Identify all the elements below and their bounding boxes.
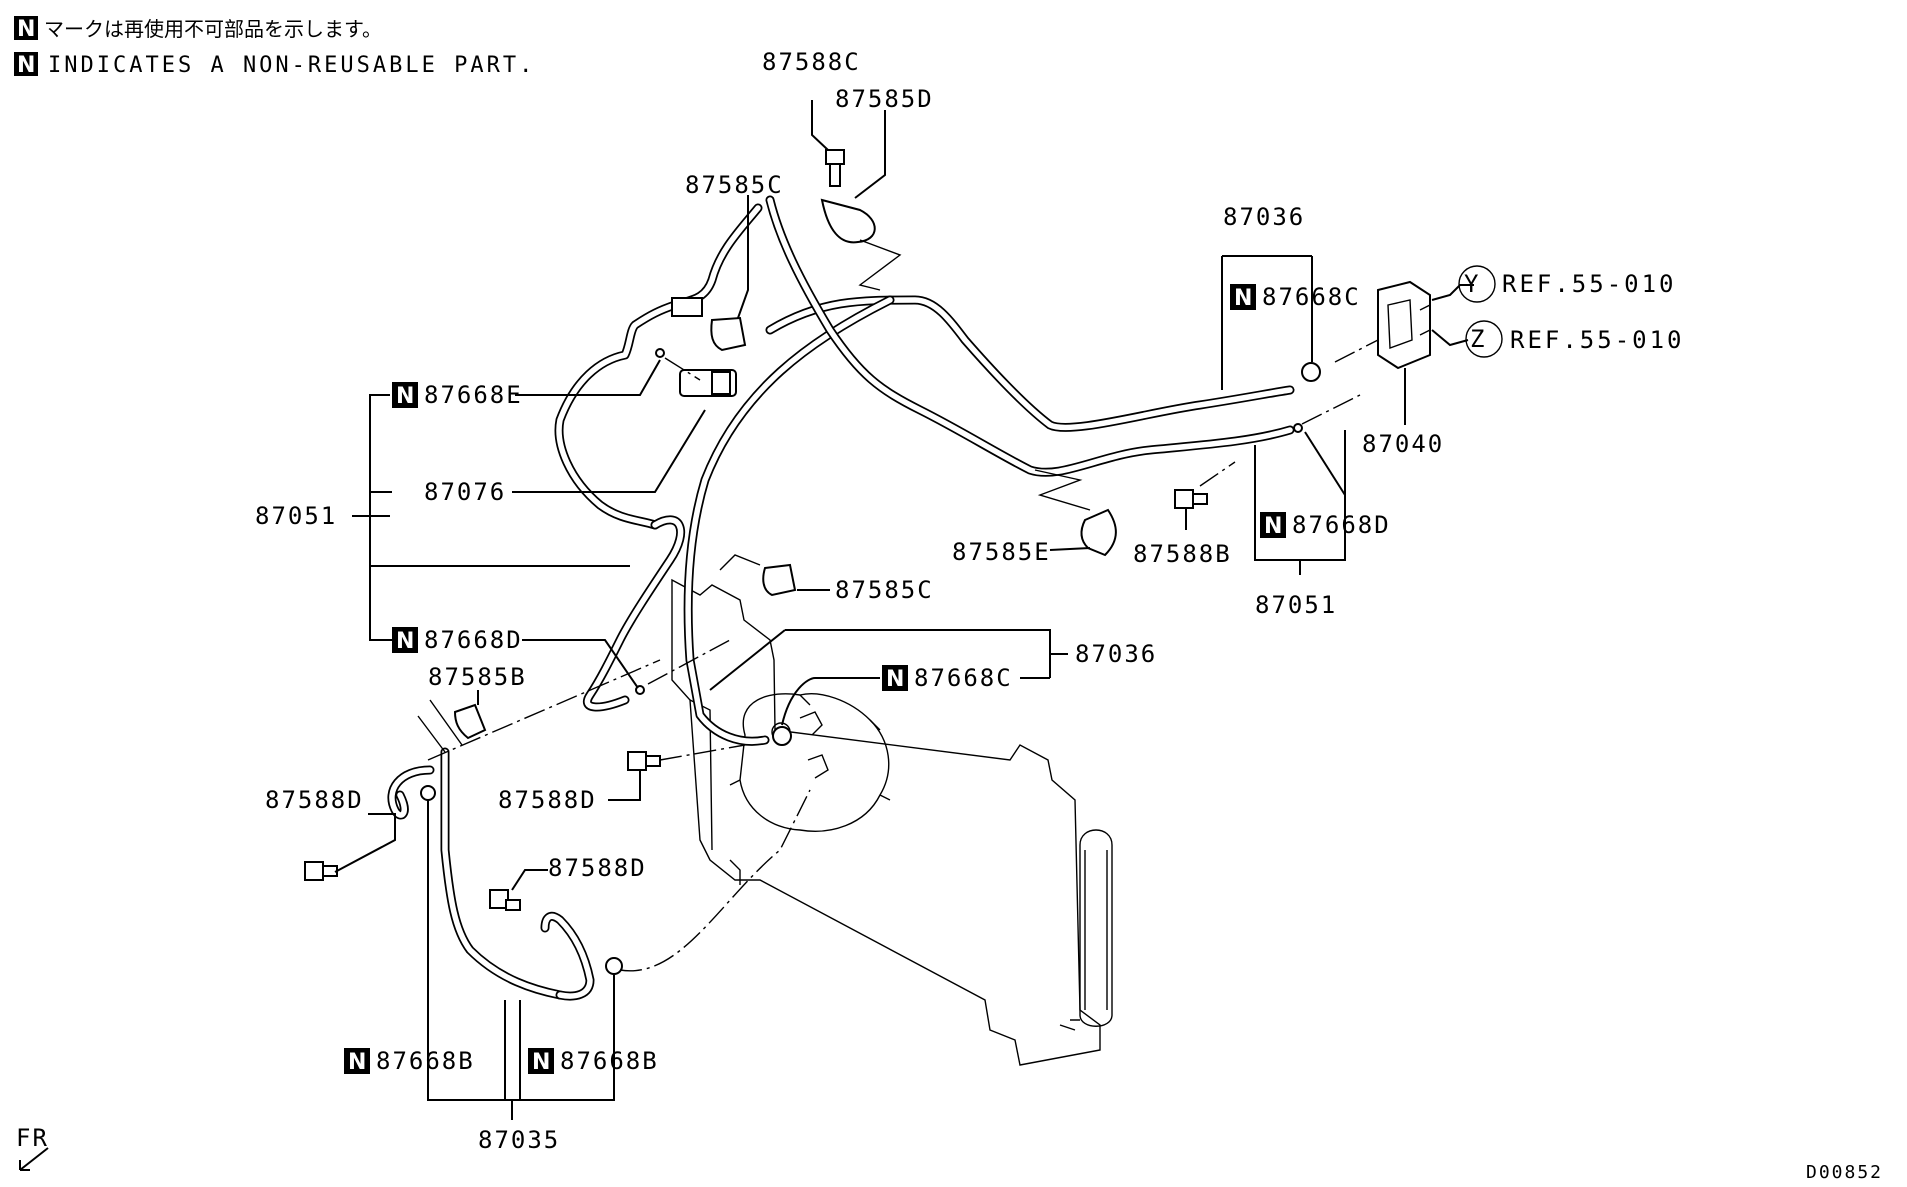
label-87588D-left: 87588D [265, 786, 364, 814]
svg-text:N: N [396, 629, 414, 654]
svg-text:87668D: 87668D [424, 626, 523, 654]
clamp-icon [762, 563, 797, 597]
ref-y-circle [1458, 265, 1496, 303]
label-87668D-left: N 87668D [392, 626, 523, 654]
svg-text:N: N [532, 1050, 550, 1075]
o-ring-icon [655, 348, 665, 358]
non-reusable-badge-icon: N [392, 382, 418, 409]
alignment-lines [417, 239, 1379, 972]
svg-text:N: N [17, 53, 35, 78]
label-87668B-left: N 87668B [344, 1047, 475, 1075]
label-ref-z[interactable]: REF.55-010 [1510, 326, 1685, 354]
fitting-icon [671, 297, 703, 317]
svg-text:87668E: 87668E [424, 381, 523, 409]
non-reusable-note-english: N INDICATES A NON-REUSABLE PART. [14, 52, 535, 78]
o-ring-icon [605, 957, 623, 975]
callout-leaders [19, 100, 1503, 1171]
non-reusable-badge-icon: N [14, 16, 38, 42]
bolt-icon [304, 861, 338, 881]
svg-text:87668C: 87668C [1262, 283, 1361, 311]
non-reusable-badge-icon: N [1230, 284, 1256, 311]
non-reusable-badge-icon: N [392, 627, 418, 654]
note-english-text: INDICATES A NON-REUSABLE PART. [48, 53, 535, 78]
ref-y-letter: Y [1464, 270, 1480, 298]
svg-text:N: N [17, 17, 35, 42]
label-87668C-mid: N 87668C [882, 664, 1013, 692]
o-ring-icon [1293, 423, 1303, 433]
bolt-icon [825, 149, 845, 187]
clamp-icon [710, 316, 747, 352]
bolt-icon [1174, 489, 1208, 509]
callout-labels: 87588C 87585D 87585C 87036 N 87668C Y RE… [16, 48, 1883, 1183]
label-87588D-low: 87588D [548, 854, 647, 882]
bolt-icon [489, 889, 521, 911]
svg-text:87668B: 87668B [376, 1047, 475, 1075]
o-ring-icon [772, 726, 792, 746]
non-reusable-badge-icon: N [528, 1048, 554, 1075]
front-arrow-icon [19, 1147, 49, 1171]
label-87585B: 87585B [428, 663, 527, 691]
label-87035: 87035 [478, 1126, 560, 1154]
label-87036-right: 87036 [1223, 203, 1305, 231]
label-87036-mid: 87036 [1075, 640, 1157, 668]
non-reusable-badge-icon: N [344, 1048, 370, 1075]
label-87668C-right: N 87668C [1230, 283, 1361, 311]
clamp-icon [453, 703, 487, 740]
non-reusable-badge-icon: N [14, 52, 38, 78]
label-87040: 87040 [1362, 430, 1444, 458]
ref-z-circle [1465, 320, 1503, 358]
non-reusable-note-japanese: N マークは再使用不可部品を示します。 [14, 16, 382, 42]
non-reusable-badge-icon: N [882, 665, 908, 692]
label-87668B-right: N 87668B [528, 1047, 659, 1075]
label-87588C-top: 87588C [762, 48, 861, 76]
front-direction-label: FR [16, 1124, 49, 1152]
label-ref-y[interactable]: REF.55-010 [1502, 270, 1677, 298]
ref-z-letter: Z [1470, 325, 1486, 353]
note-japanese-text: マークは再使用不可部品を示します。 [44, 17, 382, 41]
svg-text:87668B: 87668B [560, 1047, 659, 1075]
label-87585D-top: 87585D [835, 85, 934, 113]
condenser-drawing [671, 578, 1113, 1066]
diagram-code: D00852 [1806, 1162, 1883, 1183]
label-87585C-top: 87585C [685, 171, 784, 199]
bolt-icon [627, 751, 661, 771]
label-87585C-mid: 87585C [835, 576, 934, 604]
label-87668E: N 87668E [392, 381, 523, 409]
svg-text:N: N [396, 384, 414, 409]
label-87051-left: 87051 [255, 502, 337, 530]
o-ring-icon [420, 785, 436, 801]
svg-text:87668C: 87668C [914, 664, 1013, 692]
svg-text:N: N [1234, 286, 1252, 311]
pressure-switch-icon [679, 369, 737, 397]
clamp-icon [1080, 508, 1117, 557]
label-87668D-right: N 87668D [1260, 511, 1391, 539]
o-ring-icon [1301, 362, 1321, 382]
clamp-icon [820, 198, 876, 244]
non-reusable-badge-icon: N [1260, 512, 1286, 539]
label-87588D-mid: 87588D [498, 786, 597, 814]
label-87051-right: 87051 [1255, 591, 1337, 619]
svg-text:N: N [886, 667, 904, 692]
label-87076: 87076 [424, 478, 506, 506]
svg-text:N: N [1264, 514, 1282, 539]
label-87585E: 87585E [952, 538, 1051, 566]
pipe-assemblies [387, 195, 1295, 1001]
svg-text:87668D: 87668D [1292, 511, 1391, 539]
small-parts [304, 149, 1431, 975]
expansion-valve-icon [1377, 280, 1431, 370]
svg-text:N: N [348, 1050, 366, 1075]
label-87588B: 87588B [1133, 540, 1232, 568]
compressor-drawing [729, 693, 891, 832]
